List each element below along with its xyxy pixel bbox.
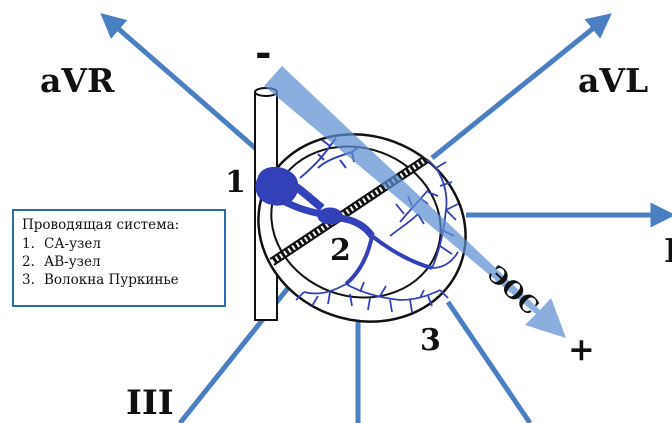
lead-ii-axis — [445, 300, 533, 423]
legend-box: Проводящая система: 1. СА-узел 2. АВ-узе… — [12, 209, 226, 307]
lead-iii-label: III — [126, 383, 174, 423]
plus-sign: + — [568, 330, 595, 368]
legend-item-number: 1. — [22, 236, 35, 252]
legend-item-text: Волокна Пуркинье — [44, 272, 179, 288]
conduction-system — [255, 137, 459, 313]
minus-sign: - — [255, 29, 272, 76]
lead-i-label: I — [664, 231, 672, 270]
legend-item: 3. Волокна Пуркинье — [22, 272, 216, 288]
legend-item: 1. СА-узел — [22, 236, 216, 252]
marker-3: 3 — [420, 323, 441, 358]
septum — [269, 146, 443, 266]
avl-axis — [430, 13, 612, 160]
avr-axis — [100, 13, 264, 156]
legend-item-text: СА-узел — [44, 236, 101, 252]
heart — [254, 87, 467, 323]
legend-item-text: АВ-узел — [44, 254, 101, 270]
avl-label: aVL — [578, 61, 648, 100]
av-node — [317, 207, 343, 225]
legend-item-number: 2. — [22, 254, 35, 270]
marker-2: 2 — [330, 233, 351, 268]
eos-arrow — [264, 66, 566, 338]
legend-title: Проводящая система: — [22, 217, 180, 233]
marker-1: 1 — [225, 165, 246, 200]
legend-item: 2. АВ-узел — [22, 254, 216, 270]
legend-item-number: 3. — [22, 272, 35, 288]
avr-label: aVR — [40, 61, 115, 100]
